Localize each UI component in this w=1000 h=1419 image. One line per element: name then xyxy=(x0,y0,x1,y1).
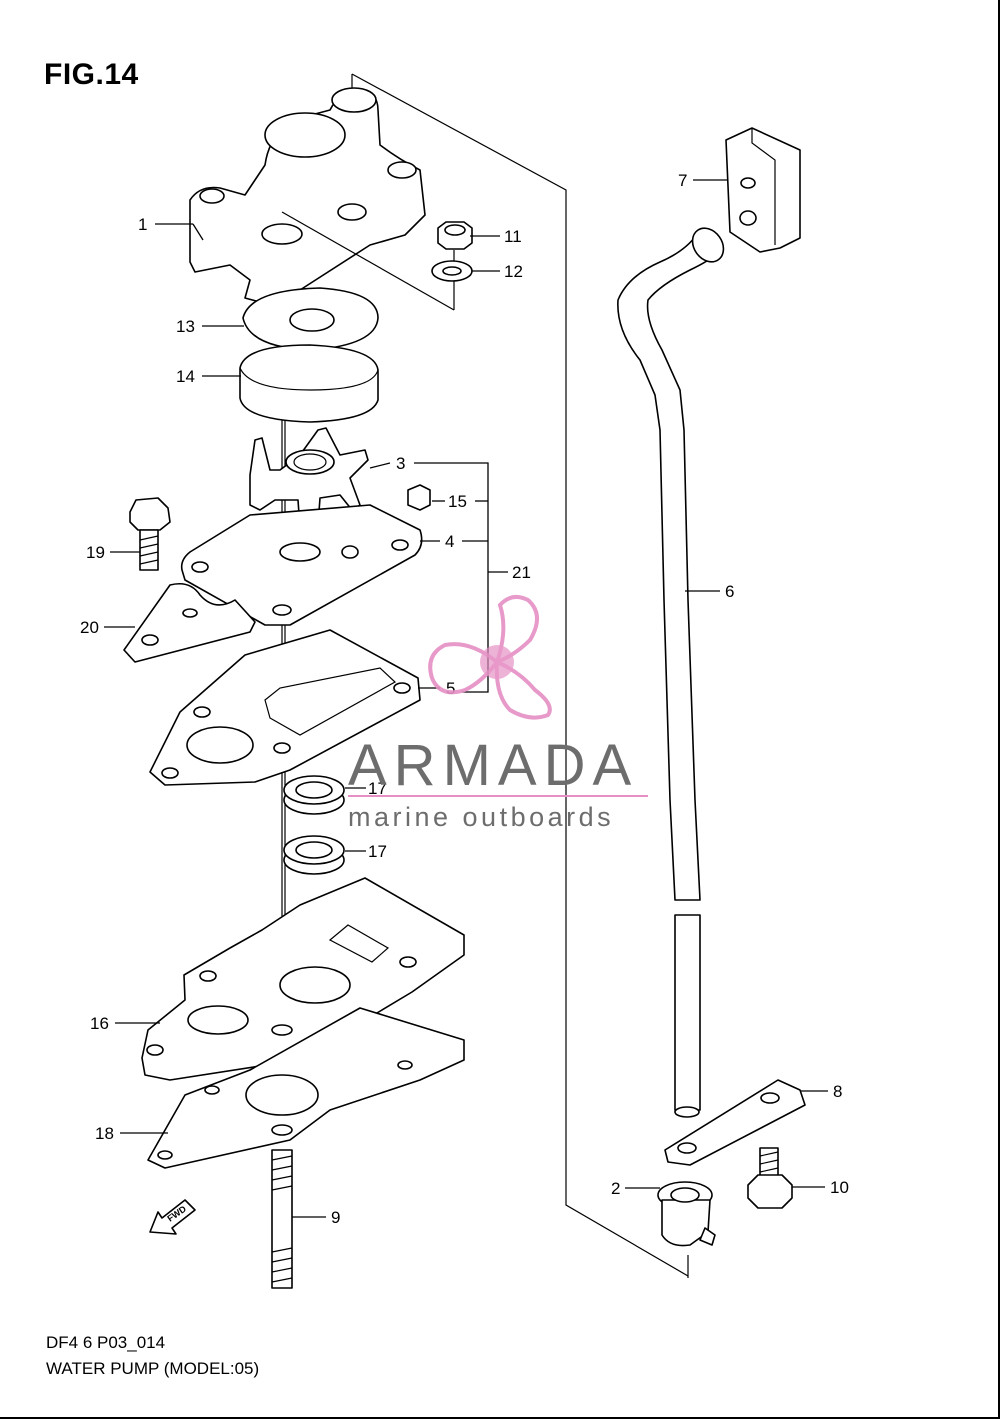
callout-17-upper: 17 xyxy=(368,779,387,798)
callout-10: 10 xyxy=(830,1178,849,1197)
gasket-small-part xyxy=(123,582,256,663)
callout-12: 12 xyxy=(504,262,523,281)
nut-part xyxy=(437,221,473,250)
bolt-part xyxy=(129,497,171,571)
upper-plate-part xyxy=(180,504,423,626)
oil-seal-upper-part xyxy=(283,775,345,815)
gasket-bottom-part xyxy=(147,1007,465,1169)
callout-6: 6 xyxy=(725,582,734,601)
callout-19: 19 xyxy=(86,543,105,562)
plate-part xyxy=(242,287,379,351)
liner-part xyxy=(239,344,379,423)
callout-numbers: 1 11 12 13 14 3 15 4 21 19 20 5 17 17 16… xyxy=(80,171,849,1227)
grommet-part xyxy=(725,127,801,253)
callout-15: 15 xyxy=(448,492,467,511)
washer-part xyxy=(431,260,473,282)
callout-9: 9 xyxy=(331,1208,340,1227)
callout-17-lower: 17 xyxy=(368,842,387,861)
callout-13: 13 xyxy=(176,317,195,336)
stud-bolt-part xyxy=(271,1149,293,1289)
callout-leaders xyxy=(104,179,828,1218)
tube-clip-part xyxy=(664,1079,806,1166)
impeller-part xyxy=(249,427,369,529)
callout-21: 21 xyxy=(512,563,531,582)
key-part xyxy=(407,484,431,511)
forward-direction-icon: FWD xyxy=(149,1199,196,1235)
callout-16: 16 xyxy=(90,1014,109,1033)
callout-7: 7 xyxy=(678,171,687,190)
callout-3: 3 xyxy=(396,454,405,473)
water-tube-part xyxy=(617,227,725,1118)
figure-code: DF4 6 P03_014 xyxy=(46,1333,166,1352)
callout-1: 1 xyxy=(138,215,147,234)
figure-title: FIG.14 xyxy=(44,58,139,91)
watermark-brand: ARMADA xyxy=(348,733,638,798)
pump-case-part xyxy=(189,87,455,311)
callout-5: 5 xyxy=(446,679,455,698)
flange-bolt-part xyxy=(747,1147,793,1209)
callout-8: 8 xyxy=(833,1082,842,1101)
figure-caption: WATER PUMP (MODEL:05) xyxy=(46,1359,260,1378)
callout-18: 18 xyxy=(95,1124,114,1143)
callout-20: 20 xyxy=(80,618,99,637)
callout-2: 2 xyxy=(611,1179,620,1198)
callout-14: 14 xyxy=(176,367,195,386)
oil-seal-lower-part xyxy=(283,835,345,875)
gasket-large-part xyxy=(149,629,421,786)
armada-watermark: ARMADA marine outboards xyxy=(348,594,648,832)
callout-4: 4 xyxy=(445,532,454,551)
pump-lower-case-part xyxy=(141,877,465,1081)
callout-11: 11 xyxy=(504,227,522,246)
propeller-icon xyxy=(428,594,552,720)
nipple-part xyxy=(657,1181,716,1247)
watermark-tagline: marine outboards xyxy=(348,802,614,832)
